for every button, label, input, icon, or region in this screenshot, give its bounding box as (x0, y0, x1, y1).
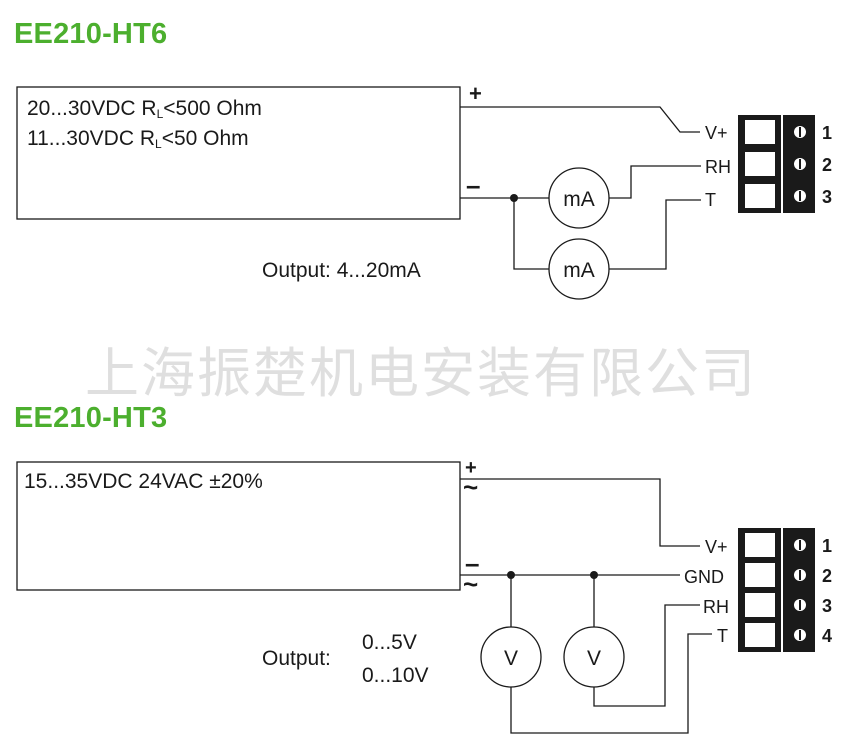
top-terminal-number-1: 1 (822, 123, 832, 143)
bottom-terminal-label-gnd: GND (684, 567, 724, 587)
top-minus-sign: – (466, 170, 480, 200)
top-terminal-block (738, 115, 815, 213)
top-meter-1-label: mA (563, 188, 595, 211)
bottom-terminal-number-3: 3 (822, 596, 832, 616)
bottom-terminal-block (738, 528, 815, 652)
bottom-meter-2-label: V (587, 647, 601, 670)
bottom-terminal-screw-2-icon (794, 569, 806, 581)
bottom-terminal-screw-4-icon (794, 629, 806, 641)
top-meter-2-label: mA (563, 259, 595, 282)
top-terminal-screw-2-icon (794, 158, 806, 170)
diagram-top-title: EE210-HT6 (14, 18, 168, 50)
bottom-terminal-screw-1-icon (794, 539, 806, 551)
top-meter-1: mA (548, 167, 610, 229)
top-supply-line-1-suffix: <500 Ohm (163, 97, 262, 120)
bottom-meter-1: V (480, 626, 542, 688)
top-terminal-screw-3-icon (794, 190, 806, 202)
top-terminal-label-vplus: V+ (705, 123, 728, 143)
bottom-terminal-label-vplus: V+ (705, 537, 728, 557)
top-junction-dot (510, 194, 518, 202)
top-wires (460, 106, 701, 270)
bottom-wire-t (510, 633, 712, 734)
bottom-output-value-2: 0...10V (362, 664, 429, 687)
bottom-output-value-1: 0...5V (362, 631, 417, 654)
top-meter-2: mA (548, 238, 610, 300)
bottom-junction-dot-1 (507, 571, 515, 579)
bottom-terminal-number-4: 4 (822, 626, 832, 646)
bottom-wires (460, 478, 712, 734)
bottom-wire-rh (593, 604, 700, 707)
top-terminal-number-3: 3 (822, 187, 832, 207)
top-supply-line-1-main: 20...30VDC R (27, 97, 157, 120)
top-wire-rh (609, 165, 701, 199)
top-output-text: Output: 4...20mA (262, 259, 421, 282)
top-terminal-label-t: T (705, 190, 716, 210)
bottom-terminal-slot-4 (745, 623, 775, 647)
bottom-terminal-number-1: 1 (822, 536, 832, 556)
bottom-wire-plus (460, 478, 700, 547)
top-wire-t (609, 199, 701, 270)
bottom-plus-sign: + (465, 457, 477, 479)
top-supply-line-2: 11...30VDC RL<50 Ohm (27, 128, 249, 150)
top-terminal-label-rh: RH (705, 157, 731, 177)
bottom-junction-dot-2 (590, 571, 598, 579)
top-plus-sign: + (469, 81, 482, 106)
diagram-bottom-title: EE210-HT3 (14, 402, 168, 434)
bottom-minus-sign: – (465, 548, 479, 578)
top-supply-line-2-suffix: <50 Ohm (161, 127, 249, 150)
bottom-meter-2: V (563, 626, 625, 688)
top-power-supply-box (16, 86, 461, 220)
bottom-terminal-slot-3 (745, 593, 775, 617)
bottom-terminal-number-2: 2 (822, 566, 832, 586)
top-terminal-slot-2 (745, 152, 775, 176)
top-meter-2-circle (548, 238, 610, 300)
top-supply-line-2-subscript: L (155, 137, 162, 151)
bottom-terminal-slot-1 (745, 533, 775, 557)
top-supply-line-1-subscript: L (156, 107, 164, 121)
watermark-text: 上海振楚机电安装有限公司 (85, 342, 757, 405)
bottom-meter-1-circle (480, 626, 542, 688)
bottom-terminal-screw-3-icon (794, 599, 806, 611)
top-terminal-slot-3 (745, 184, 775, 208)
top-terminal-number-2: 2 (822, 155, 832, 175)
top-meter-1-circle (548, 167, 610, 229)
bottom-tilde-bottom: ~ (463, 569, 478, 599)
top-supply-line-1: 20...30VDC RL<500 Ohm (27, 98, 262, 120)
bottom-terminal-slot-2 (745, 563, 775, 587)
top-supply-line-2-main: 11...30VDC R (27, 127, 155, 150)
top-terminal-screw-1-icon (794, 126, 806, 138)
bottom-terminal-label-rh: RH (703, 597, 729, 617)
bottom-terminal-label-t: T (717, 626, 728, 646)
bottom-output-label: Output: (262, 647, 331, 670)
bottom-meter-1-label: V (504, 647, 518, 670)
bottom-tilde-top: ~ (463, 472, 478, 502)
bottom-supply-text: 15...35VDC 24VAC ±20% (24, 470, 263, 493)
bottom-power-supply-box (16, 461, 461, 591)
bottom-meter-2-circle (563, 626, 625, 688)
top-wire-branch (513, 198, 549, 270)
top-wire-plus (460, 106, 700, 133)
top-terminal-slot-1 (745, 120, 775, 144)
